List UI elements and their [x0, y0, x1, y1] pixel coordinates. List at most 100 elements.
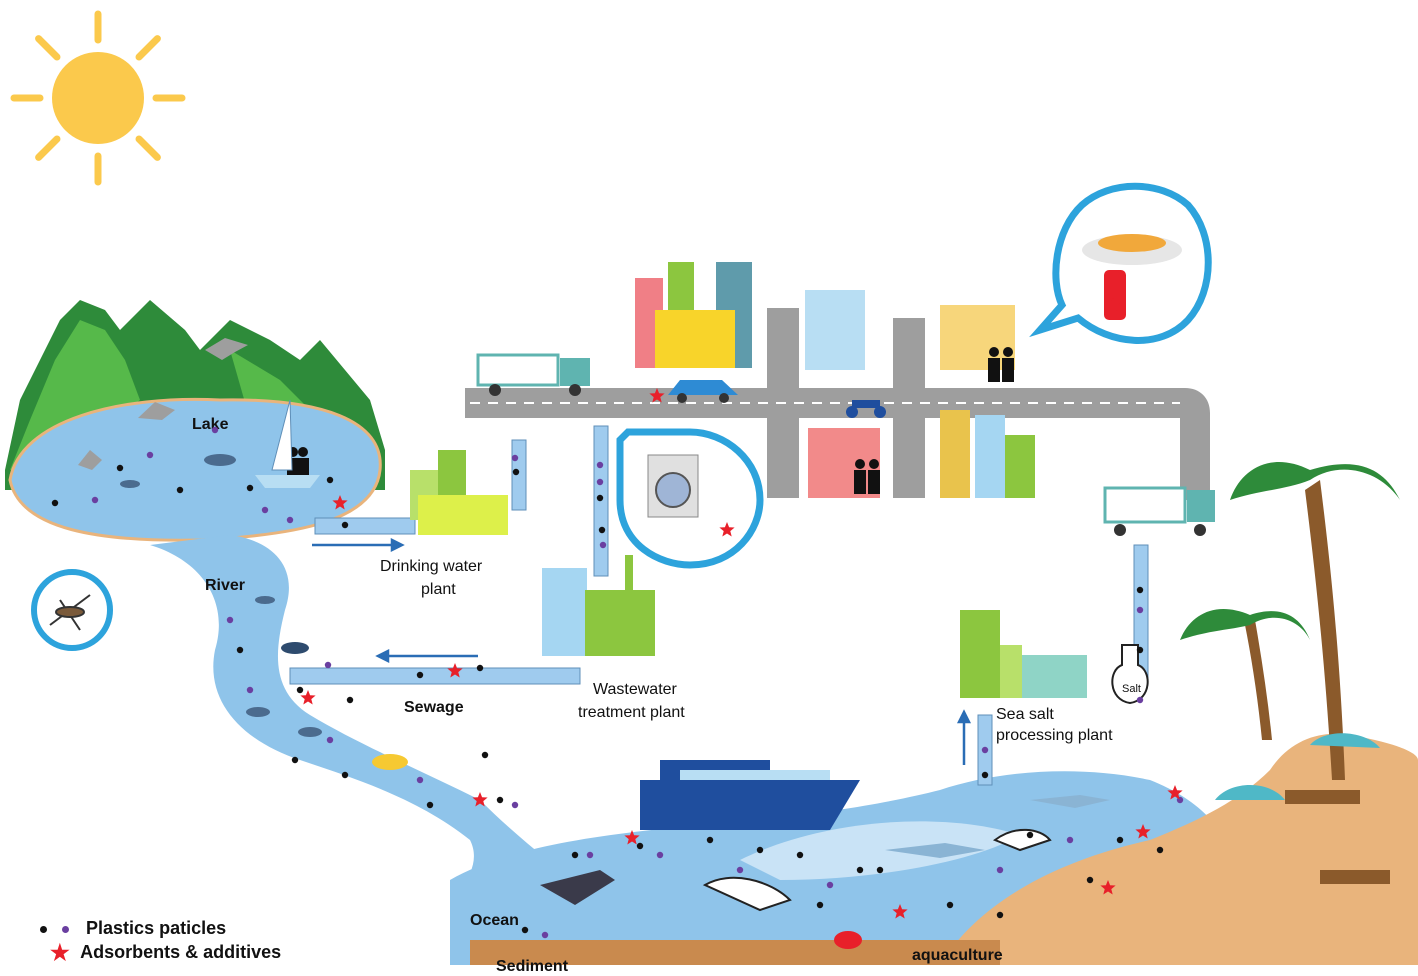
motorcycle-icon: [846, 400, 886, 418]
plastic-particle-purple: [996, 866, 1004, 874]
legend: Plastics paticles ★ Adsorbents & additiv…: [40, 916, 370, 972]
plastic-particle-purple: [211, 426, 219, 434]
plastic-particle-black: [1086, 876, 1094, 884]
legend-additives-label: Adsorbents & additives: [80, 942, 282, 962]
label-lake: Lake: [192, 416, 229, 433]
additive-star: [332, 495, 348, 510]
plastic-particle-black: [598, 526, 606, 534]
plastic-particle-black: [571, 851, 579, 859]
plastic-particle-purple: [826, 881, 834, 889]
plastic-particle-purple: [1136, 606, 1144, 614]
plastic-particle-black: [1136, 586, 1144, 594]
particles-layer: [51, 297, 1184, 939]
plastic-particle-black: [796, 851, 804, 859]
plastic-particle-purple: [1066, 836, 1074, 844]
dolphin-icon: [702, 828, 1052, 912]
plastic-particle-purple: [246, 686, 254, 694]
additive-star: [447, 663, 463, 678]
callout-mosquito: [31, 569, 113, 651]
fish-icon: [120, 454, 408, 770]
additive-star: [624, 830, 640, 845]
river: [150, 535, 600, 900]
additive-star: [892, 904, 908, 919]
plastic-particle-black: [596, 494, 604, 502]
label-river: River: [205, 577, 245, 594]
cruise-ship-icon: [640, 760, 860, 830]
plastic-particle-purple: [261, 506, 269, 514]
sun-icon: [10, 10, 186, 186]
palm-tree-icon: [1180, 461, 1400, 780]
plastic-particle-black: [521, 926, 529, 934]
label-sea-salt-2: processing plant: [996, 727, 1113, 744]
plastic-particle-black: [341, 771, 349, 779]
plastic-particle-black: [476, 664, 484, 672]
plastic-particle-black: [246, 484, 254, 492]
mosquito-icon: [49, 594, 91, 631]
plastic-particle-black: [946, 901, 954, 909]
plastic-particle-black: [816, 901, 824, 909]
label-drinking-water-plant-1: Drinking water: [380, 558, 483, 575]
plastic-particle-purple: [736, 866, 744, 874]
additive-star-icon: ★: [50, 940, 70, 966]
umbrella-icon: [1215, 733, 1390, 884]
plastic-particle-purple: [91, 496, 99, 504]
plastic-particle-black: [51, 499, 59, 507]
plastic-particle-purple: [286, 516, 294, 524]
plastic-particle-black: [496, 796, 504, 804]
legend-particles-row: Plastics paticles: [40, 916, 226, 940]
truck-icon: [476, 353, 1215, 536]
plastic-particle-black: [1116, 836, 1124, 844]
plastic-particle-purple: [541, 931, 549, 939]
plastic-particle-black: [291, 756, 299, 764]
bird-icon: [78, 338, 248, 470]
particle-black-swatch: [40, 925, 47, 933]
additive-star: [719, 522, 735, 537]
callout-food: [1029, 182, 1212, 344]
plastic-particle-black: [1156, 846, 1164, 854]
factory-icon: [410, 450, 508, 535]
car-icon: [668, 380, 738, 403]
plastic-particle-purple: [326, 736, 334, 744]
plastic-particle-black: [856, 866, 864, 874]
plastic-particle-black: [416, 671, 424, 679]
salt-bottle-icon: [1111, 644, 1149, 705]
plastic-particle-black: [426, 801, 434, 809]
plastic-particle-purple: [226, 616, 234, 624]
label-sediment: Sediment: [496, 958, 569, 975]
plastic-particle-black: [326, 476, 334, 484]
label-wastewater-1: Wastewater: [593, 681, 678, 698]
sun-ray: [135, 35, 161, 61]
plastic-particle-black: [176, 486, 184, 494]
additive-star: [649, 388, 665, 403]
additive-star: [1135, 824, 1151, 839]
plastic-particle-black: [481, 751, 489, 759]
label-salt: Salt: [1122, 683, 1141, 695]
plastic-particle-black: [981, 771, 989, 779]
label-aquaculture: aquaculture: [912, 947, 1003, 964]
plastic-particle-black: [876, 866, 884, 874]
plastic-particle-black: [756, 846, 764, 854]
plastic-particle-black: [996, 911, 1004, 919]
plastic-particle-black: [296, 686, 304, 694]
plastic-particle-purple: [146, 451, 154, 459]
plastic-particle-black: [236, 646, 244, 654]
plastic-particle-purple: [324, 661, 332, 669]
plastic-particle-purple: [586, 851, 594, 859]
building-icon: [635, 262, 1035, 498]
additive-star: [1167, 785, 1183, 800]
additive-star: [1105, 297, 1121, 312]
plastic-particle-black: [341, 521, 349, 529]
sea-salt-plant: [960, 610, 1087, 698]
diagram-labels: Lake River Drinking water plant Sewage W…: [192, 416, 1141, 975]
legend-particles-label: Plastics paticles: [86, 918, 227, 938]
sun-ray: [35, 135, 61, 161]
plastic-particle-black: [706, 836, 714, 844]
label-sea-salt-1: Sea salt: [996, 706, 1054, 723]
plastic-particle-purple: [599, 541, 607, 549]
plastic-particle-purple: [596, 478, 604, 486]
plastic-particle-black: [1136, 646, 1144, 654]
plastic-particle-black: [636, 842, 644, 850]
label-sewage: Sewage: [404, 699, 464, 716]
wastewater-plant: [542, 555, 655, 656]
